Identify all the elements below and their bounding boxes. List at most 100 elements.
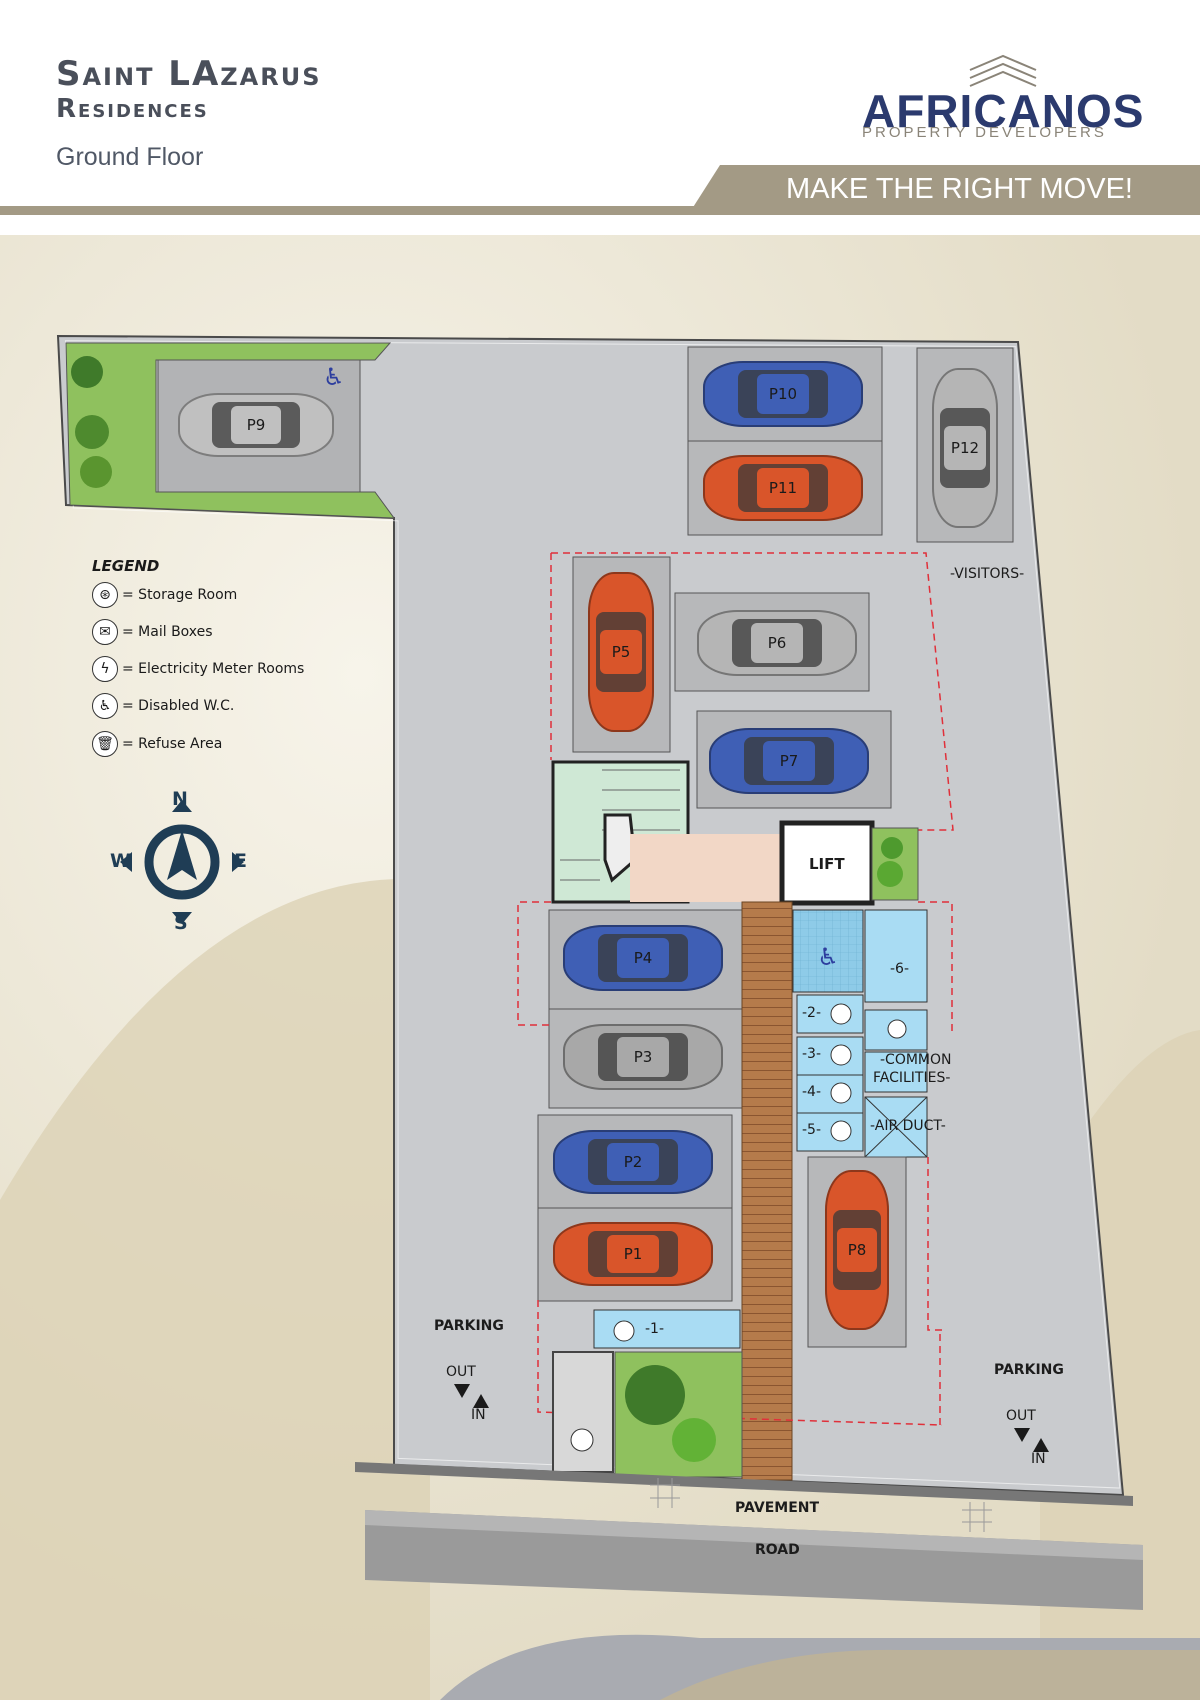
parking-space-label: P10 xyxy=(768,385,798,403)
car-roof xyxy=(757,468,809,508)
in-label-right: IN xyxy=(1031,1451,1046,1467)
parking-space-label: P12 xyxy=(950,439,980,457)
lightning-icon: ϟ xyxy=(92,656,118,682)
storage-6-label: -6- xyxy=(890,961,910,977)
out-label-right: OUT xyxy=(1006,1408,1036,1424)
visitors-label: -VISITORS- xyxy=(950,566,1025,582)
slogan-text: MAKE THE RIGHT MOVE! xyxy=(786,173,1133,205)
wheelchair-icon: ♿ xyxy=(323,363,345,391)
brand-logo: AFRICANOS xyxy=(862,85,1145,137)
car-p1: P1 xyxy=(553,1222,713,1286)
road-label: ROAD xyxy=(755,1542,800,1558)
manhole-icon xyxy=(650,1478,680,1508)
in-arrow-icon xyxy=(473,1394,489,1408)
brand-tagline: PROPERTY DEVELOPERS xyxy=(862,124,1107,141)
legend-title: LEGEND xyxy=(92,557,160,575)
legend-item: 🗑= Refuse Area xyxy=(92,731,222,757)
legend-label: = Electricity Meter Rooms xyxy=(122,661,305,677)
car-p11: P11 xyxy=(703,455,863,521)
boundary-dashed xyxy=(927,1157,944,1425)
boundary-dashed xyxy=(537,1300,943,1426)
car-p3: P3 xyxy=(563,1024,723,1090)
car-roof xyxy=(607,1234,659,1274)
out-label-left: OUT xyxy=(446,1364,476,1380)
legend-item: ✉= Mail Boxes xyxy=(92,619,213,645)
storage-icon xyxy=(830,1003,852,1025)
common-facilities-label-2: FACILITIES- xyxy=(873,1070,951,1086)
legend-item: ϟ= Electricity Meter Rooms xyxy=(92,656,304,682)
page-header: Saint LAzarus Residences Ground Floor AF… xyxy=(0,0,1200,215)
grass-topleft xyxy=(65,342,396,519)
parking-right-label: PARKING xyxy=(994,1362,1064,1378)
in-arrow-icon xyxy=(1033,1438,1049,1452)
storage-icon xyxy=(613,1320,635,1342)
legend-label: = Refuse Area xyxy=(122,736,223,752)
tree-icon xyxy=(75,415,109,449)
bg-ground-curve xyxy=(660,1649,1200,1700)
kerb xyxy=(355,1462,1133,1506)
slogan-banner xyxy=(690,165,1200,212)
project-title: Saint LAzarus xyxy=(56,54,322,94)
storage-room-3 xyxy=(796,1036,864,1076)
compass-west: W xyxy=(110,850,131,872)
car-roof xyxy=(617,1037,669,1077)
wheelchair-icon: ♿ xyxy=(92,693,118,719)
car-roof xyxy=(763,741,815,781)
boundary-dashed xyxy=(517,901,551,1026)
common-facilities-label: -COMMON xyxy=(880,1052,952,1068)
car-p7: P7 xyxy=(709,728,869,794)
stair-well-void xyxy=(603,813,637,883)
car-p2: P2 xyxy=(553,1130,713,1194)
compass-needle xyxy=(167,830,197,880)
car-p4: P4 xyxy=(563,925,723,991)
lobby xyxy=(630,834,782,902)
car-roof xyxy=(757,374,809,414)
shrub-icon xyxy=(881,837,903,859)
compass-east: E xyxy=(234,850,247,872)
bg-hill-left xyxy=(0,878,430,1700)
car-p10: P10 xyxy=(703,361,863,427)
car-roof xyxy=(231,405,281,445)
car-p9: P9 xyxy=(178,393,334,457)
parking-space-label: P4 xyxy=(633,949,653,967)
wooden-walkway xyxy=(741,901,793,1481)
parking-space-label: P6 xyxy=(767,634,787,652)
pavement-label: PAVEMENT xyxy=(735,1500,820,1516)
parking-space-label: P8 xyxy=(847,1241,867,1259)
out-arrow-icon xyxy=(1014,1428,1030,1442)
tree-icon xyxy=(80,456,112,488)
lightning-icon xyxy=(887,1019,907,1039)
road-surface xyxy=(365,1510,1143,1610)
boundary-dashed xyxy=(918,901,953,1035)
parking-space-label: P5 xyxy=(611,643,631,661)
parking-left-label: PARKING xyxy=(434,1318,504,1334)
tree-icon xyxy=(71,356,103,388)
car-roof xyxy=(751,623,803,663)
car-p6: P6 xyxy=(697,610,857,676)
out-arrow-icon xyxy=(454,1384,470,1398)
legend-item: ♿= Disabled W.C. xyxy=(92,693,234,719)
storage-2-label: -2- xyxy=(802,1005,822,1021)
road-edge xyxy=(365,1510,1143,1560)
storage-5-label: -5- xyxy=(802,1122,822,1138)
car-roof xyxy=(836,1227,878,1273)
shrub-icon xyxy=(672,1418,716,1462)
brand-roof-icon xyxy=(969,54,1037,87)
car-roof xyxy=(617,938,669,978)
shrub-icon xyxy=(877,861,903,887)
storage-4-label: -4- xyxy=(802,1084,822,1100)
lift-shaft xyxy=(779,820,875,906)
lift-label: LIFT xyxy=(809,855,845,873)
storage-icon: ⊛ xyxy=(92,582,118,608)
air-duct-cross xyxy=(864,1096,928,1158)
storage-icon xyxy=(830,1044,852,1066)
compass-north: N xyxy=(172,788,188,810)
parking-space-label: P9 xyxy=(246,416,266,434)
legend-label: = Disabled W.C. xyxy=(122,698,235,714)
wheelchair-icon: ♿ xyxy=(817,943,839,971)
common-facilities-room xyxy=(864,1051,928,1093)
compass-ring xyxy=(144,824,220,900)
parking-space-label: P1 xyxy=(623,1245,643,1263)
legend-label: = Storage Room xyxy=(122,587,238,603)
car-p8: P8 xyxy=(825,1170,889,1330)
